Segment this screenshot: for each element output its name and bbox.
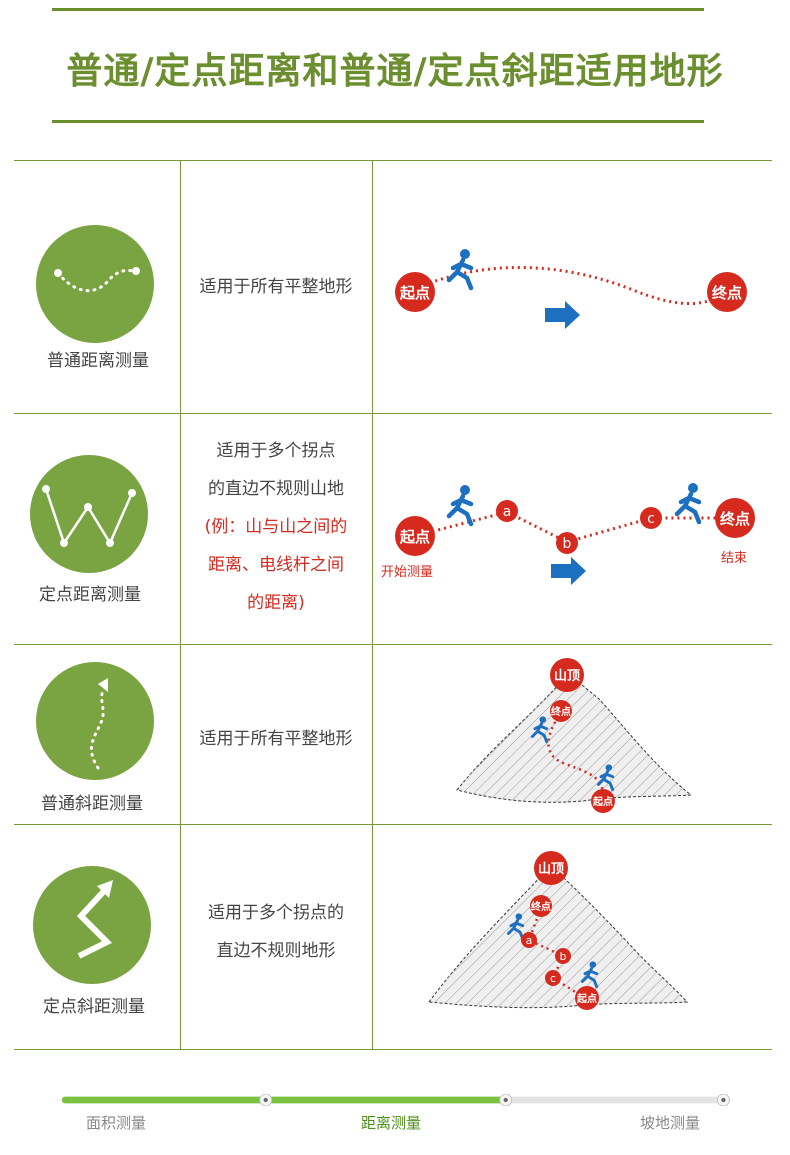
end-label: 终点 bbox=[531, 900, 551, 913]
desc-note-line: 距离、电线杆之间 bbox=[208, 555, 344, 575]
desc-line: 适用于所有平整地形 bbox=[199, 277, 353, 297]
zigzag-arrow-icon bbox=[33, 866, 151, 984]
tab-distance-measure[interactable]: 距离测量 bbox=[361, 1114, 422, 1132]
progress-track bbox=[61, 1094, 731, 1106]
desc-line: 适用于多个拐点 bbox=[216, 441, 336, 461]
title-rule-bottom bbox=[52, 120, 704, 123]
desc-line: 适用于所有平整地形 bbox=[199, 729, 353, 749]
start-point-icon: 起点 bbox=[395, 272, 435, 312]
runner-icon bbox=[596, 764, 615, 792]
waypoint-label: b bbox=[563, 536, 572, 552]
row3-diagram: 山顶 终点 起点 bbox=[456, 658, 693, 813]
row1-diagram: 起点 终点 bbox=[395, 249, 747, 329]
row2-description: 适用于多个拐点 的直边不规则山地 (例：山与山之间的 距离、电线杆之间 的距离) bbox=[181, 432, 371, 622]
waypoint-c-icon: c bbox=[545, 970, 561, 986]
arrow-right-icon bbox=[551, 557, 586, 585]
progress-node[interactable] bbox=[499, 1094, 513, 1106]
end-label: 终点 bbox=[712, 284, 742, 302]
row4-description: 适用于多个拐点的 直边不规则地形 bbox=[181, 894, 371, 970]
start-label: 起点 bbox=[576, 992, 597, 1005]
start-label: 起点 bbox=[399, 284, 430, 302]
runner-icon bbox=[580, 961, 599, 989]
mode-label-fixed-distance: 定点距离测量 bbox=[39, 585, 141, 605]
summit-icon: 山顶 bbox=[550, 658, 584, 692]
row3-description: 适用于所有平整地形 bbox=[181, 720, 371, 758]
waypoint-label: a bbox=[503, 504, 512, 520]
wavy-dots-icon bbox=[36, 225, 154, 343]
start-point-icon: 起点 bbox=[395, 516, 435, 556]
title-rule-top bbox=[52, 8, 704, 11]
row4-diagram: 山顶 终点 a b c 起点 bbox=[428, 851, 689, 1010]
end-point-icon: 终点 bbox=[715, 498, 755, 538]
page-title: 普通/定点距离和普通/定点斜距适用地形 bbox=[66, 51, 724, 92]
waypoint-label: b bbox=[560, 950, 567, 963]
desc-note-line: (例：山与山之间的 bbox=[204, 517, 348, 537]
start-caption: 开始测量 bbox=[381, 565, 433, 580]
end-caption: 结束 bbox=[721, 551, 747, 566]
runner-icon bbox=[506, 913, 525, 941]
progress-node[interactable] bbox=[259, 1094, 273, 1106]
waypoint-a-icon: a bbox=[496, 500, 518, 522]
start-label: 起点 bbox=[399, 528, 430, 546]
runner-icon bbox=[446, 249, 474, 291]
waypoint-label: c bbox=[647, 511, 655, 527]
tab-slope-measure[interactable]: 坡地测量 bbox=[640, 1114, 701, 1132]
waypoint-b-icon: b bbox=[556, 532, 578, 554]
waypoint-label: a bbox=[526, 934, 533, 947]
arrow-right-icon bbox=[545, 301, 580, 329]
end-point-icon: 终点 bbox=[550, 700, 572, 722]
waypoint-c-icon: c bbox=[640, 507, 662, 529]
end-label: 终点 bbox=[720, 510, 750, 528]
waypoint-label: c bbox=[550, 972, 556, 985]
zigzag-w-icon bbox=[30, 455, 148, 573]
end-label: 终点 bbox=[551, 705, 571, 718]
summit-icon: 山顶 bbox=[534, 851, 568, 885]
mode-label-normal-slope: 普通斜距测量 bbox=[41, 794, 143, 814]
start-point-icon: 起点 bbox=[591, 789, 615, 813]
desc-line: 适用于多个拐点的 bbox=[208, 903, 344, 923]
tab-area-measure[interactable]: 面积测量 bbox=[86, 1114, 147, 1132]
waypoint-a-icon: a bbox=[521, 932, 537, 948]
desc-note-line: 的距离) bbox=[247, 593, 305, 613]
start-label: 起点 bbox=[592, 795, 613, 808]
summit-label: 山顶 bbox=[538, 861, 564, 877]
end-point-icon: 终点 bbox=[530, 895, 552, 917]
row1-description: 适用于所有平整地形 bbox=[181, 268, 371, 306]
end-point-icon: 终点 bbox=[707, 272, 747, 312]
start-point-icon: 起点 bbox=[575, 986, 599, 1010]
dotted-slope-arrow-icon bbox=[36, 662, 154, 780]
waypoint-b-icon: b bbox=[555, 948, 571, 964]
summit-label: 山顶 bbox=[554, 668, 580, 684]
runner-icon bbox=[446, 485, 474, 527]
runner-icon bbox=[674, 483, 702, 525]
progress-node[interactable] bbox=[717, 1094, 730, 1106]
mode-label-normal-distance: 普通距离测量 bbox=[47, 351, 149, 371]
desc-line: 直边不规则地形 bbox=[216, 941, 336, 961]
mode-label-fixed-slope: 定点斜距测量 bbox=[43, 997, 145, 1017]
desc-line: 的直边不规则山地 bbox=[208, 479, 344, 499]
runner-icon bbox=[530, 716, 549, 744]
row2-diagram: 起点 a b c 终点 开始测量 结束 bbox=[381, 483, 755, 585]
